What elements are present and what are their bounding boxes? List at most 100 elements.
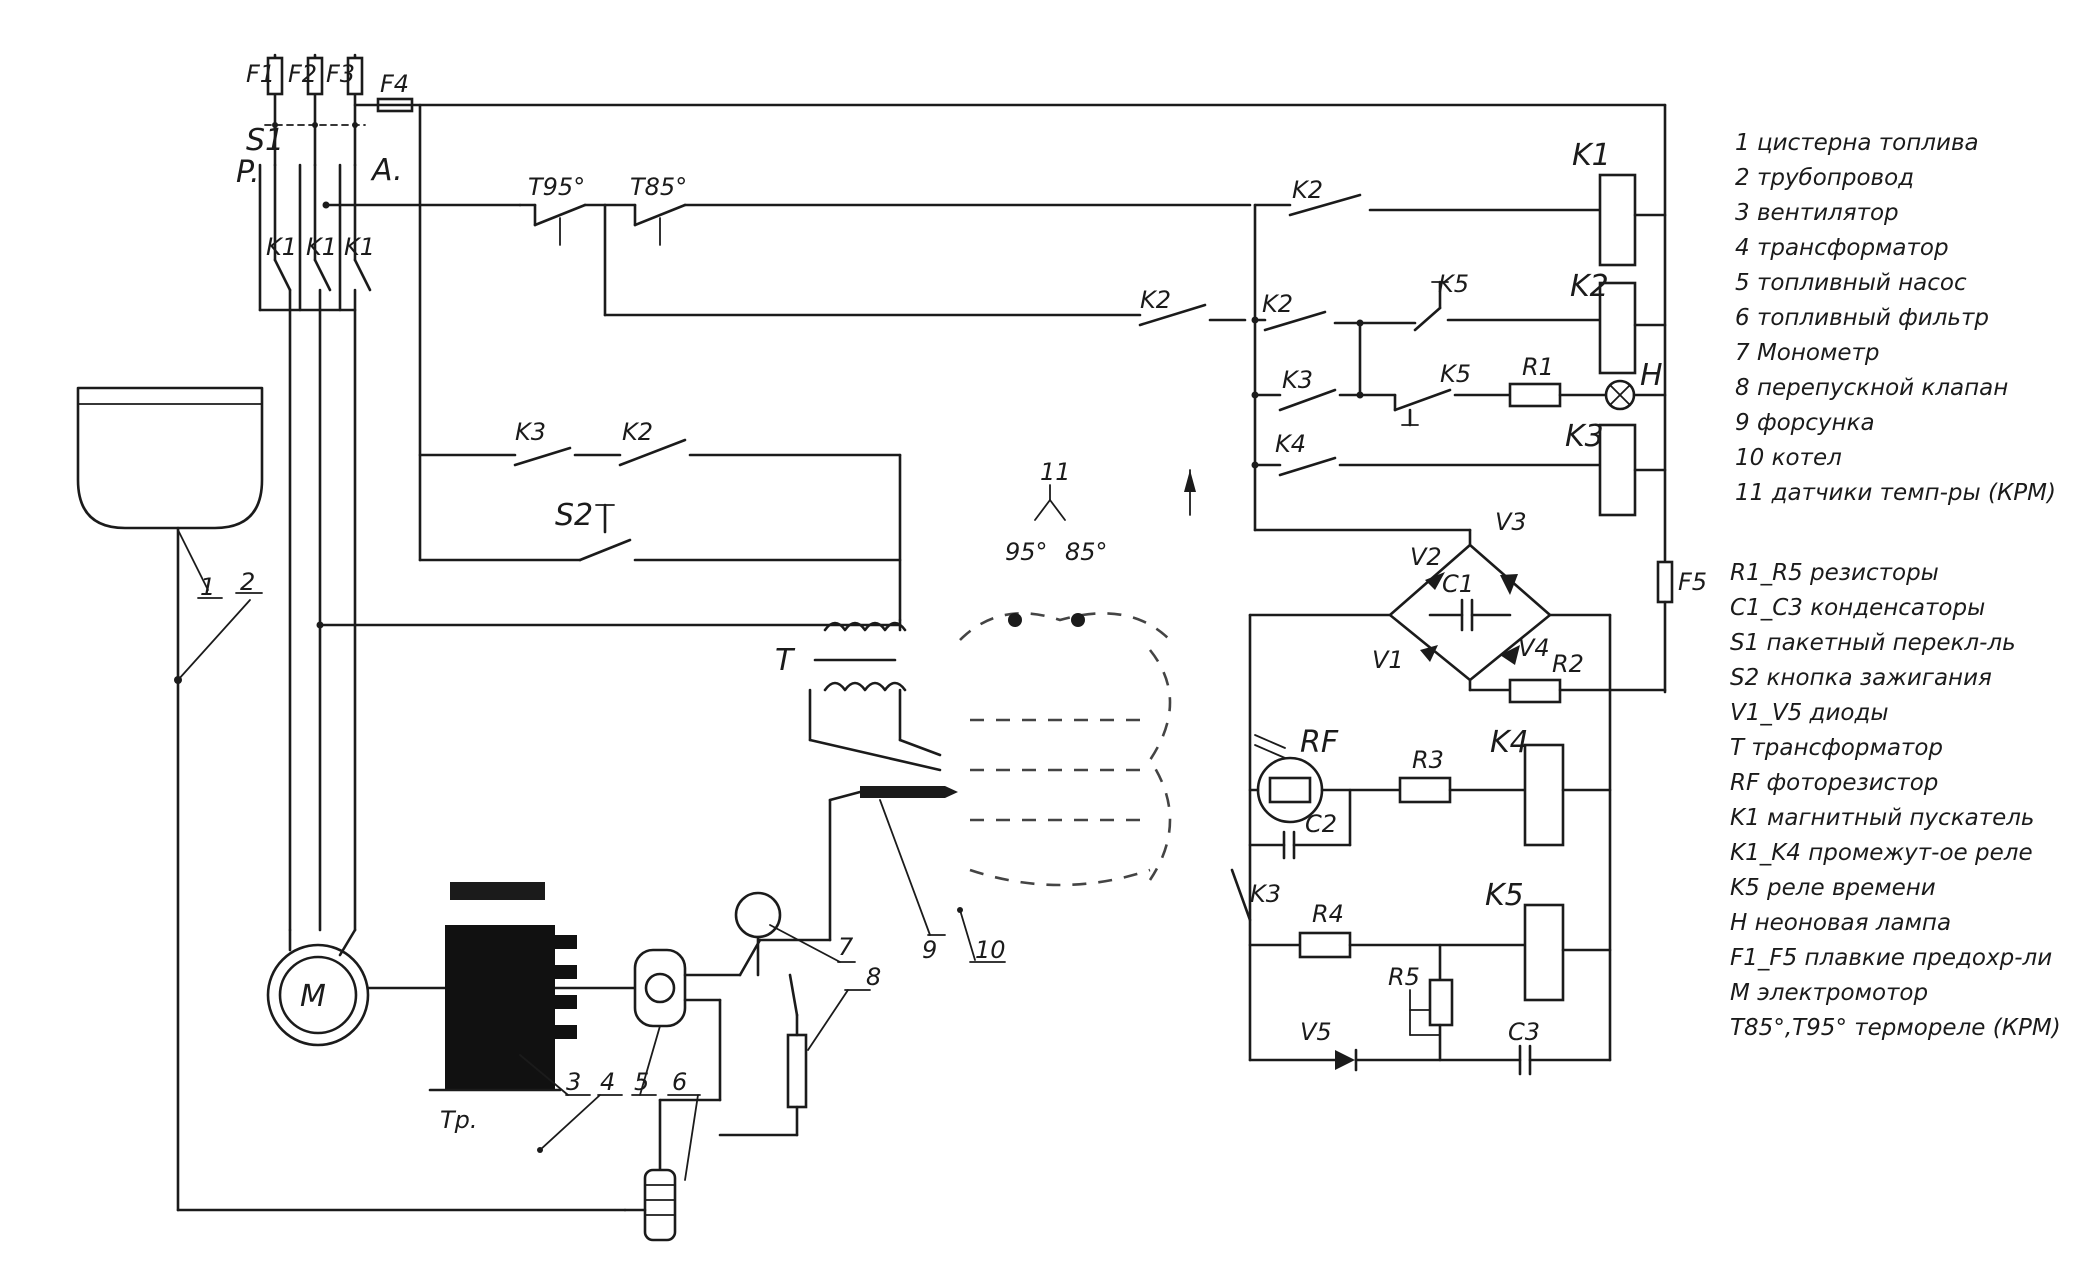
label-k2-coil: K2 xyxy=(1570,269,1609,304)
label-r4: R4 xyxy=(1312,900,1344,928)
legend-item-6: 6 топливный фильтр xyxy=(1735,305,1989,331)
legend-item-17: T трансформатор xyxy=(1730,735,1943,761)
label-k5-lower: K5 xyxy=(1440,360,1471,388)
resistor-r3 xyxy=(1398,776,1452,804)
legend-item-25: T85°,T95° термореле (КРМ) xyxy=(1730,1015,2061,1041)
label-k5-coil: K5 xyxy=(1485,878,1524,913)
coil-k5 xyxy=(1523,903,1565,1002)
label-f1: F1 xyxy=(246,60,275,88)
legend-item-4: 4 трансформатор xyxy=(1735,235,1949,261)
legend-item-20: K1_K4 промежут-ое реле xyxy=(1730,840,2033,866)
fuse-f1 xyxy=(266,56,284,96)
legend-item-11: 11 датчики темп-ры (КРМ) xyxy=(1735,480,2056,506)
fuel-pump xyxy=(633,948,687,1028)
label-tp: Tp. xyxy=(440,1106,478,1134)
fuel-system: 1 2 M Tp. xyxy=(76,386,1006,1242)
legend-item-3: 3 вентилятор xyxy=(1735,200,1899,226)
label-c1: C1 xyxy=(1442,570,1474,598)
resistor-r4 xyxy=(1298,931,1352,959)
num-4: 4 xyxy=(600,1068,615,1096)
legend-item-16: V1_V5 диоды xyxy=(1730,700,1889,726)
fuse-f5 xyxy=(1656,560,1674,604)
resistor-r2 xyxy=(1508,678,1562,704)
label-k2-row2a: K2 xyxy=(1140,286,1171,314)
legend-item-21: K5 реле времени xyxy=(1730,875,1936,901)
label-k3-row: K3 xyxy=(1282,366,1313,394)
label-v3: V3 xyxy=(1495,508,1527,536)
label-t95: T95° xyxy=(528,173,585,201)
fuse-f3 xyxy=(346,56,364,96)
label-v5: V5 xyxy=(1300,1018,1332,1046)
label-k2-row2b: K2 xyxy=(1262,290,1293,318)
label-k1-a: K1 xyxy=(266,233,297,261)
label-k1-b: K1 xyxy=(306,233,337,261)
label-k2-ign: K2 xyxy=(622,418,653,446)
fuel-filter xyxy=(643,1168,677,1242)
label-h: H xyxy=(1640,358,1663,393)
fan-blower xyxy=(445,925,555,1090)
boiler: 11 95° 85° xyxy=(959,458,1196,887)
legend-item-23: F1_F5 плавкие предохр-ли xyxy=(1730,945,2052,971)
label-s1: S1 xyxy=(246,123,284,158)
legend-item-18: RF фоторезистор xyxy=(1730,770,1938,796)
label-k3-ign: K3 xyxy=(515,418,546,446)
label-p: P. xyxy=(236,155,260,190)
num-9: 9 xyxy=(922,936,937,964)
legend-item-12: R1_R5 резисторы xyxy=(1730,560,1939,586)
label-v4: V4 xyxy=(1518,634,1550,662)
transformer-primary xyxy=(823,621,907,632)
coil-k4 xyxy=(1523,743,1565,847)
label-c2: C2 xyxy=(1305,810,1337,838)
electric-motor xyxy=(266,943,370,1047)
label-a: A. xyxy=(370,153,403,188)
legend-item-22: H неоновая лампа xyxy=(1730,910,1951,936)
num-7: 7 xyxy=(838,933,854,961)
legend: 1 цистерна топлива 2 трубопровод 3 венти… xyxy=(1730,130,2061,1041)
label-r1: R1 xyxy=(1522,353,1554,381)
num-3: 3 xyxy=(566,1068,581,1096)
legend-item-24: M электромотор xyxy=(1730,980,1928,1006)
num-11: 11 xyxy=(1040,458,1071,486)
legend-item-5: 5 топливный насос xyxy=(1735,270,1967,296)
coil-k3 xyxy=(1598,423,1637,517)
num-6: 6 xyxy=(672,1068,687,1096)
label-s95: 95° xyxy=(1005,538,1048,566)
legend-item-10: 10 котел xyxy=(1735,445,1842,471)
fuel-tank xyxy=(76,386,264,530)
label-k4-coil: K4 xyxy=(1490,725,1529,760)
control-circuit: T95° T85° K2 K2 K2 K5 xyxy=(324,103,1707,694)
label-k1-coil: K1 xyxy=(1572,138,1611,173)
label-rf: RF xyxy=(1300,725,1339,760)
sensor-95 xyxy=(1008,613,1022,627)
ignition-branch: K3 K2 S2 T xyxy=(316,103,942,772)
label-t85: T85° xyxy=(630,173,687,201)
k1-contactor: K1 K1 K1 xyxy=(258,163,375,932)
label-k5-upper: K5 xyxy=(1438,270,1469,298)
fuse-f2 xyxy=(306,56,324,96)
num-8: 8 xyxy=(866,963,881,991)
legend-item-14: S1 пакетный перекл-ль xyxy=(1730,630,2016,656)
legend-item-19: K1 магнитный пускатель xyxy=(1730,805,2034,831)
label-f5: F5 xyxy=(1678,568,1707,596)
diode-v5 xyxy=(1335,1050,1355,1070)
manometer xyxy=(734,891,782,939)
legend-item-8: 8 перепускной клапан xyxy=(1735,375,2008,401)
label-v2: V2 xyxy=(1410,543,1442,571)
label-f3: F3 xyxy=(326,60,355,88)
coil-k2 xyxy=(1598,281,1637,375)
label-r3: R3 xyxy=(1412,746,1444,774)
coil-k1 xyxy=(1598,173,1637,267)
label-v1: V1 xyxy=(1372,646,1404,674)
bridge-relay-circuit: R2 C1 V2 V3 V1 V4 RF R3 K4 C xyxy=(1230,508,1667,1076)
label-r2: R2 xyxy=(1552,650,1584,678)
resistor-r5 xyxy=(1428,978,1454,1027)
transformer-secondary xyxy=(823,681,907,692)
legend-item-1: 1 цистерна топлива xyxy=(1735,130,1979,156)
label-k2-row1: K2 xyxy=(1292,176,1323,204)
fan-top-bar xyxy=(450,882,545,900)
nozzle xyxy=(860,786,958,798)
num-1: 1 xyxy=(200,573,215,601)
resistor-r1 xyxy=(1508,382,1562,408)
num-5: 5 xyxy=(634,1068,649,1096)
